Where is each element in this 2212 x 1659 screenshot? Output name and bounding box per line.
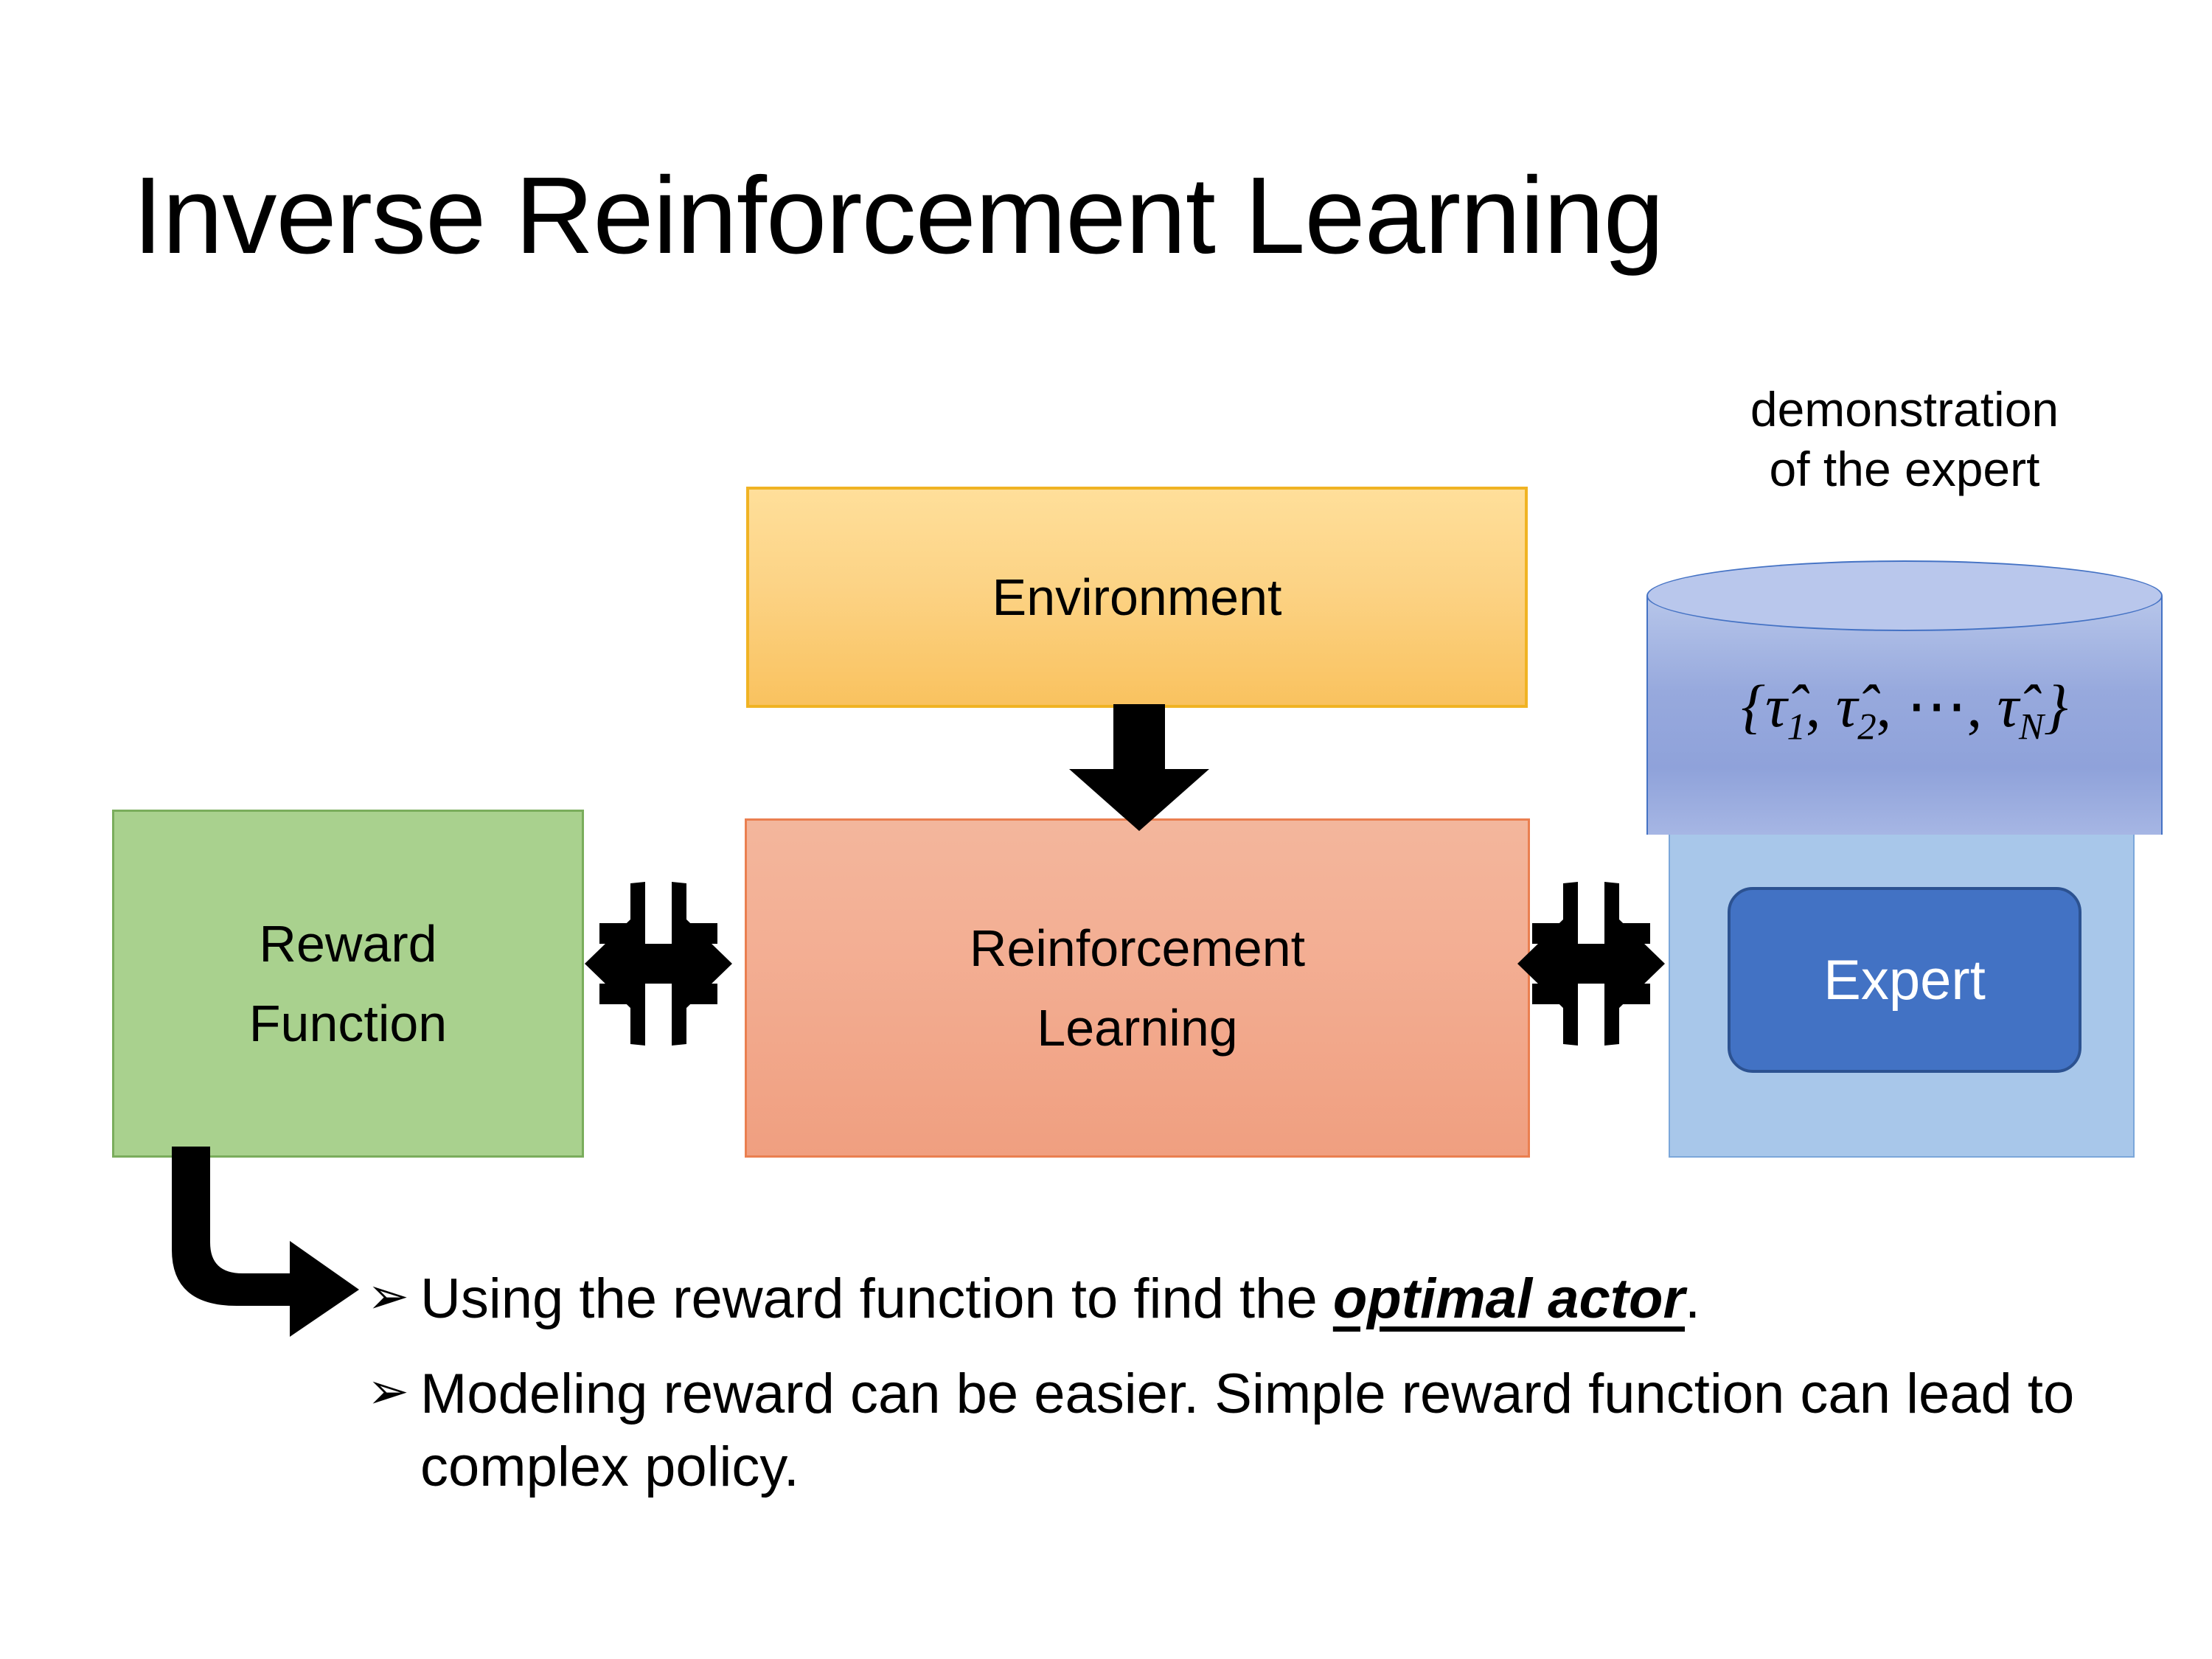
formula-comma-3: ,	[1966, 672, 1997, 740]
expert-box[interactable]: Expert	[1728, 887, 2081, 1073]
environment-label: Environment	[992, 568, 1282, 626]
formula-open-brace: {	[1741, 672, 1766, 740]
cylinder-body	[1646, 596, 2163, 835]
bullet-1-emphasis: optimal actor	[1332, 1267, 1686, 1330]
formula-term-1-subscript: 1	[1787, 706, 1806, 748]
demonstration-cylinder: {τ̂1, τ̂2, ⋯, τ̂N}	[1646, 560, 2163, 870]
environment-to-rl-arrow	[1069, 704, 1209, 831]
bullet-1-suffix: .	[1685, 1267, 1701, 1330]
formula-term-n: τ̂	[1997, 672, 2019, 740]
bullet-arrow-icon: ➢	[367, 1363, 409, 1419]
bullet-1-prefix: Using the reward function to find the	[420, 1267, 1333, 1330]
formula-term-1: τ̂	[1765, 672, 1787, 740]
reward-function-label-line1: Reward	[259, 914, 437, 973]
formula-close-brace: }	[2043, 672, 2068, 740]
reward-to-bullets-elbow-arrow	[172, 1147, 359, 1337]
page-title: Inverse Reinforcement Learning	[133, 155, 1664, 276]
list-item: ➢ Using the reward function to find the …	[367, 1263, 2100, 1336]
formula-comma-1: ,	[1805, 672, 1836, 740]
reward-function-label-line2: Function	[248, 995, 448, 1052]
demonstration-caption-line1: demonstration	[1750, 382, 2059, 437]
reward-function-box[interactable]: Reward Function	[112, 810, 584, 1158]
list-item: ➢ Modeling reward can be easier. Simple …	[367, 1358, 2100, 1504]
reinforcement-learning-label-line1: Reinforcement	[969, 919, 1306, 977]
formula-term-2-subscript: 2	[1857, 706, 1877, 748]
expert-label: Expert	[1823, 948, 1986, 1012]
bullet-arrow-icon: ➢	[367, 1268, 409, 1324]
demonstration-caption: demonstration of the expert	[1646, 380, 2163, 498]
formula-term-2: τ̂	[1835, 672, 1858, 740]
formula-comma-2: ,	[1876, 672, 1907, 740]
reinforcement-learning-label-line2: Learning	[1037, 999, 1238, 1057]
reward-rl-double-arrow	[585, 882, 732, 1046]
bullet-list: ➢ Using the reward function to find the …	[367, 1263, 2100, 1526]
reinforcement-learning-box[interactable]: Reinforcement Learning	[745, 818, 1530, 1158]
bullet-text-2: Modeling reward can be easier. Simple re…	[420, 1362, 2075, 1498]
bullet-text-1: Using the reward function to find the op…	[420, 1263, 2100, 1336]
rl-expert-double-arrow	[1517, 882, 1665, 1046]
formula-term-n-subscript: N	[2019, 706, 2044, 748]
formula-ellipsis: ⋯	[1906, 672, 1967, 740]
demonstration-caption-line2: of the expert	[1769, 441, 2040, 496]
trajectory-set-formula: {τ̂1, τ̂2, ⋯, τ̂N}	[1646, 671, 2163, 748]
environment-box[interactable]: Environment	[746, 487, 1528, 708]
cylinder-top-ellipse	[1646, 560, 2163, 631]
